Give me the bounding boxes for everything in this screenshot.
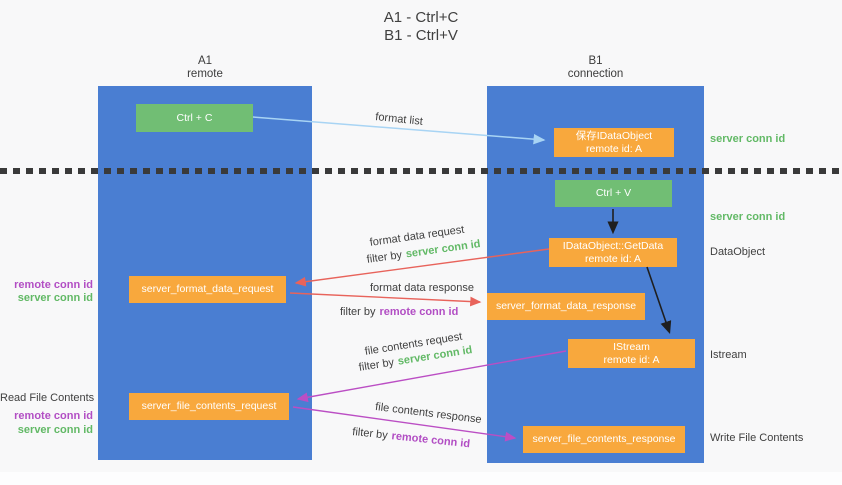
ctrl-v-label: Ctrl + V xyxy=(595,187,632,199)
diagram-title: A1 - Ctrl+C B1 - Ctrl+V xyxy=(0,9,842,45)
title-line-1: A1 - Ctrl+C xyxy=(383,9,459,26)
dataobject-label: DataObject xyxy=(710,246,766,258)
ctrl-v-node: Ctrl + V xyxy=(555,180,672,207)
format-data-response-label: format data response xyxy=(370,282,474,294)
write-file-contents-label: Write File Contents xyxy=(710,432,804,444)
server-format-data-response-node: server_format_data_response xyxy=(487,293,645,320)
lane-a1-name: A1 xyxy=(197,55,213,67)
idataobject-getdata-node: IDataObject::GetData remote id: A xyxy=(549,238,677,267)
ctrl-c-node: Ctrl + C xyxy=(136,104,253,132)
save-idataobject-line-2: remote id: A xyxy=(585,142,643,155)
server-conn-id-label-left-2: server conn id xyxy=(17,424,93,436)
server-format-data-request-label: server_format_data_request xyxy=(141,283,274,295)
istream-node: IStream remote id: A xyxy=(568,339,695,368)
remote-conn-id-label-left-2: remote conn id xyxy=(14,410,93,422)
server-conn-id-label-mid-right: server conn id xyxy=(710,211,786,223)
save-idataobject-node: 保存IDataObject remote id: A xyxy=(554,128,674,157)
format-list-label: format list xyxy=(374,111,424,128)
save-idataobject-line-1: 保存IDataObject xyxy=(575,129,653,142)
lane-a1-subtitle: remote xyxy=(187,68,223,80)
server-conn-id-label-top-right: server conn id xyxy=(710,133,786,145)
lane-b1-name: B1 xyxy=(588,55,603,67)
server-file-contents-response-label: server_file_contents_response xyxy=(532,433,676,445)
server-file-contents-request-node: server_file_contents_request xyxy=(129,393,289,420)
server-format-data-request-node: server_format_data_request xyxy=(129,276,286,303)
lane-b1-subtitle: connection xyxy=(567,68,624,80)
getdata-line-2: remote id: A xyxy=(584,252,642,265)
clipboard-boundary-dotted-line xyxy=(0,168,842,174)
lane-header-a1: A1 remote xyxy=(98,55,312,81)
server-format-data-response-label: server_format_data_response xyxy=(495,300,637,312)
server-file-contents-response-node: server_file_contents_response xyxy=(523,426,685,453)
server-conn-id-label-left-1: server conn id xyxy=(17,292,93,304)
bottom-strip xyxy=(0,472,842,485)
istream-line-1: IStream xyxy=(613,340,650,353)
server-file-contents-request-label: server_file_contents_request xyxy=(141,400,277,412)
remote-conn-id-label-left-1: remote conn id xyxy=(14,279,93,291)
lane-header-b1: B1 connection xyxy=(487,55,704,81)
read-file-contents-label: Read File Contents xyxy=(0,392,95,404)
istream-side-label: Istream xyxy=(710,349,747,361)
ctrl-c-label: Ctrl + C xyxy=(176,111,213,124)
file-contents-response-label: file contents response xyxy=(374,401,483,426)
title-line-2: B1 - Ctrl+V xyxy=(384,27,458,44)
getdata-line-1: IDataObject::GetData xyxy=(562,239,664,252)
istream-line-2: remote id: A xyxy=(603,353,660,366)
